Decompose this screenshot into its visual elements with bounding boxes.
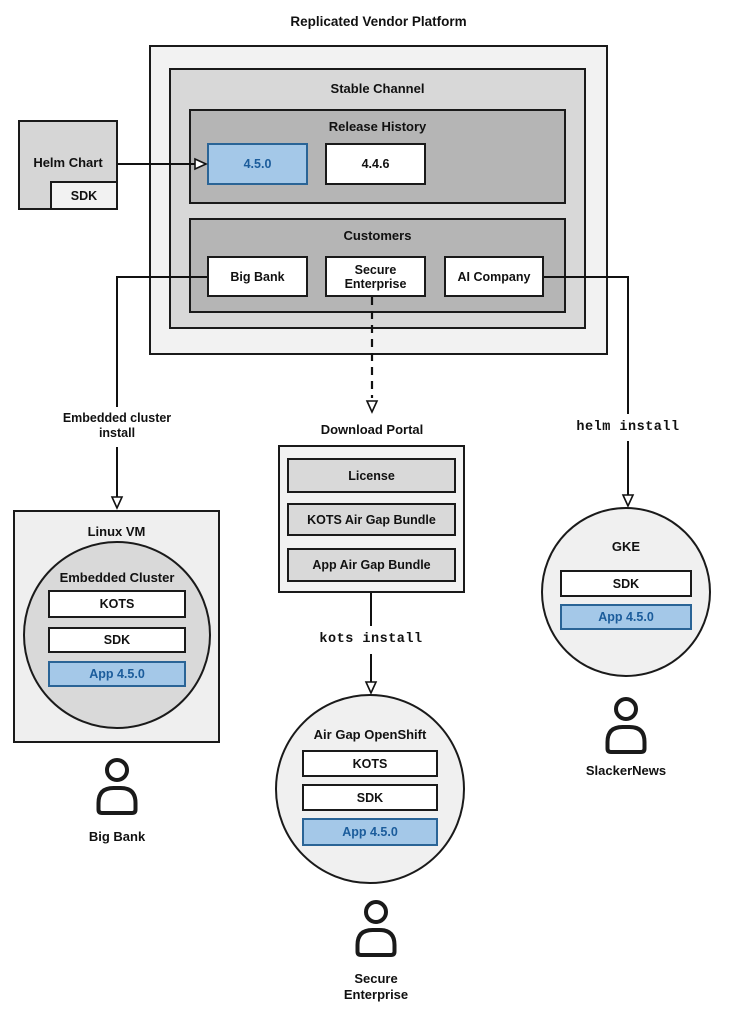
customers-box: Customers Big Bank Secure Enterprise AI … — [189, 218, 566, 313]
persona-secure-enterprise-label: Secure Enterprise — [343, 971, 409, 1002]
linux-vm-label: Linux VM — [87, 524, 146, 539]
customer-ai-company: AI Company — [444, 256, 544, 297]
portal-item-kots-airgap-bundle: KOTS Air Gap Bundle — [287, 503, 456, 536]
customer-big-bank: Big Bank — [207, 256, 308, 297]
person-icon — [605, 697, 647, 754]
persona-big-bank-label: Big Bank — [88, 829, 146, 844]
release-history-box: Release History 4.5.0 4.4.6 — [189, 109, 566, 204]
helm-chart-label: Helm Chart — [33, 155, 103, 170]
component-sdk: SDK — [560, 570, 692, 597]
helm-install-command: helm install — [576, 420, 680, 435]
component-sdk: SDK — [302, 784, 438, 811]
gke-circle: GKE SDK App 4.5.0 — [541, 507, 711, 677]
release-history-label: Release History — [328, 119, 427, 134]
embedded-cluster-install-label: Embedded cluster install — [62, 411, 172, 440]
persona-slackernews-label: SlackerNews — [585, 763, 667, 778]
linux-vm-box: Linux VM Embedded Cluster KOTS SDK App 4… — [13, 510, 220, 743]
embedded-cluster-circle: Embedded Cluster KOTS SDK App 4.5.0 — [23, 541, 211, 729]
gke-label: GKE — [611, 539, 641, 554]
person-icon — [96, 758, 138, 815]
vendor-platform-box: Stable Channel Release History 4.5.0 4.4… — [149, 45, 608, 355]
download-portal-label: Download Portal — [320, 422, 424, 437]
release-version-current: 4.5.0 — [207, 143, 308, 185]
component-kots: KOTS — [302, 750, 438, 777]
component-sdk: SDK — [48, 627, 186, 653]
airgap-openshift-label: Air Gap OpenShift — [313, 727, 427, 742]
person-icon — [355, 900, 397, 957]
component-kots: KOTS — [48, 590, 186, 618]
kots-install-command: kots install — [319, 632, 423, 647]
release-version-previous: 4.4.6 — [325, 143, 426, 185]
component-app: App 4.5.0 — [560, 604, 692, 630]
helm-chart-box: Helm Chart SDK — [18, 120, 118, 210]
embedded-cluster-label: Embedded Cluster — [59, 570, 175, 585]
helm-chart-sdk-box: SDK — [50, 181, 118, 210]
airgap-openshift-circle: Air Gap OpenShift KOTS SDK App 4.5.0 — [275, 694, 465, 884]
stable-channel-box: Stable Channel Release History 4.5.0 4.4… — [169, 68, 586, 329]
component-app: App 4.5.0 — [48, 661, 186, 687]
component-app: App 4.5.0 — [302, 818, 438, 846]
stable-channel-label: Stable Channel — [330, 81, 425, 96]
portal-item-app-airgap-bundle: App Air Gap Bundle — [287, 548, 456, 582]
portal-item-license: License — [287, 458, 456, 493]
download-portal-box: License KOTS Air Gap Bundle App Air Gap … — [278, 445, 465, 593]
customer-secure-enterprise: Secure Enterprise — [325, 256, 426, 297]
customers-label: Customers — [343, 228, 412, 243]
diagram-title: Replicated Vendor Platform — [290, 14, 467, 29]
